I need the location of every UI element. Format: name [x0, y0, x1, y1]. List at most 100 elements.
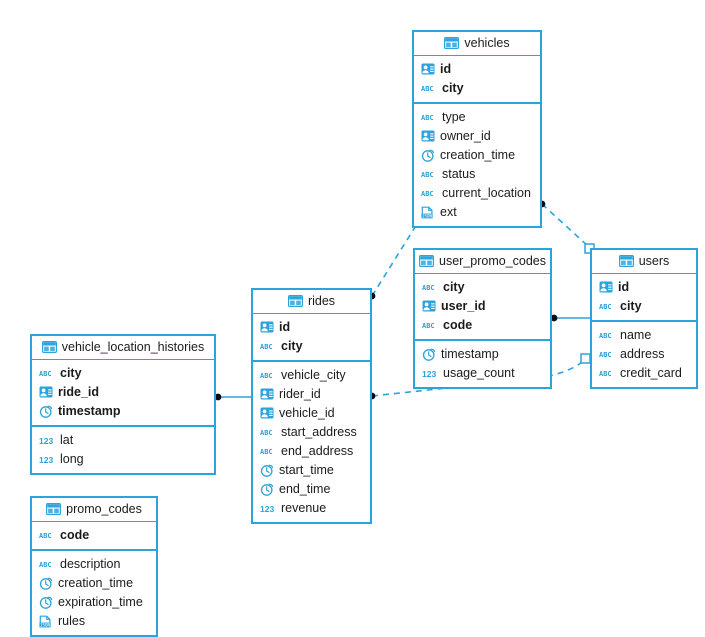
- column-name: ride_id: [58, 385, 99, 400]
- column-row[interactable]: user_id: [415, 297, 550, 316]
- id-badge-icon: [422, 300, 436, 314]
- column-name: description: [60, 557, 121, 572]
- column-row[interactable]: creation_time: [32, 574, 156, 593]
- id-badge-icon: [599, 281, 613, 295]
- column-row[interactable]: ABC credit_card: [592, 364, 696, 383]
- table-grid-icon: [419, 254, 434, 269]
- column-name: timestamp: [58, 404, 121, 419]
- table-header[interactable]: vehicle_location_histories: [32, 336, 214, 360]
- column-row[interactable]: timestamp: [415, 345, 550, 364]
- table-header[interactable]: users: [592, 250, 696, 274]
- relationship-vehicles-to-users[interactable]: [538, 200, 595, 254]
- column-row[interactable]: id: [253, 318, 370, 337]
- column-name: vehicle_city: [281, 368, 346, 383]
- column-row[interactable]: id: [592, 278, 696, 297]
- column-row[interactable]: id: [414, 60, 540, 79]
- column-row[interactable]: timestamp: [32, 402, 214, 421]
- column-name: status: [442, 167, 476, 182]
- column-name: creation_time: [440, 148, 516, 163]
- column-name: long: [60, 452, 84, 467]
- relationship-line: [541, 203, 590, 248]
- 123-number-icon: 123: [422, 368, 437, 379]
- column-name: code: [443, 318, 473, 333]
- relationship-vehicle-location-histories-to-rides[interactable]: [214, 393, 251, 401]
- column-row[interactable]: end_time: [253, 480, 370, 499]
- id-badge-icon: [421, 63, 435, 77]
- column-name: city: [442, 81, 464, 96]
- column-row[interactable]: rider_id: [253, 385, 370, 404]
- abc-string-icon: ABC: [599, 369, 612, 378]
- column-row[interactable]: vehicle_id: [253, 404, 370, 423]
- column-row[interactable]: ride_id: [32, 383, 214, 402]
- relationship-user-promo-codes-to-users[interactable]: [550, 314, 590, 322]
- column-name: start_time: [279, 463, 334, 478]
- table-grid-icon: [41, 340, 57, 355]
- table-header[interactable]: rides: [253, 290, 370, 314]
- column-row[interactable]: ABC city: [414, 79, 540, 98]
- column-name: creation_time: [58, 576, 134, 591]
- abc-string-icon: ABC: [421, 84, 434, 93]
- clock-icon: [39, 596, 53, 610]
- column-row[interactable]: start_time: [253, 461, 370, 480]
- table-header[interactable]: promo_codes: [32, 498, 156, 522]
- table-name: users: [638, 254, 670, 269]
- column-name: credit_card: [620, 366, 682, 381]
- column-name: code: [60, 528, 90, 543]
- column-row[interactable]: owner_id: [414, 127, 540, 146]
- 123-number-icon: 123: [39, 454, 54, 465]
- table-name: vehicle_location_histories: [61, 340, 205, 355]
- column-row[interactable]: ABC code: [32, 526, 156, 545]
- 123-number-icon: 123: [260, 503, 275, 514]
- column-row[interactable]: expiration_time: [32, 593, 156, 612]
- column-row[interactable]: creation_time: [414, 146, 540, 165]
- 123-number-icon: 123: [39, 435, 54, 446]
- svg-text:JSON: JSON: [40, 622, 50, 627]
- clock-icon: [422, 348, 436, 362]
- svg-text:JSON: JSON: [422, 213, 432, 218]
- clock-icon: [421, 149, 435, 163]
- table-header[interactable]: vehicles: [414, 32, 540, 56]
- column-name: city: [620, 299, 642, 314]
- clock-icon: [39, 577, 53, 591]
- column-name: current_location: [442, 186, 531, 201]
- column-name: user_id: [441, 299, 486, 314]
- column-row[interactable]: 123 long: [32, 450, 214, 469]
- abc-string-icon: ABC: [39, 531, 52, 540]
- table-header[interactable]: user_promo_codes: [415, 250, 550, 274]
- table-grid-icon: [618, 254, 634, 269]
- column-row[interactable]: ABC vehicle_city: [253, 366, 370, 385]
- abc-string-icon: ABC: [260, 371, 273, 380]
